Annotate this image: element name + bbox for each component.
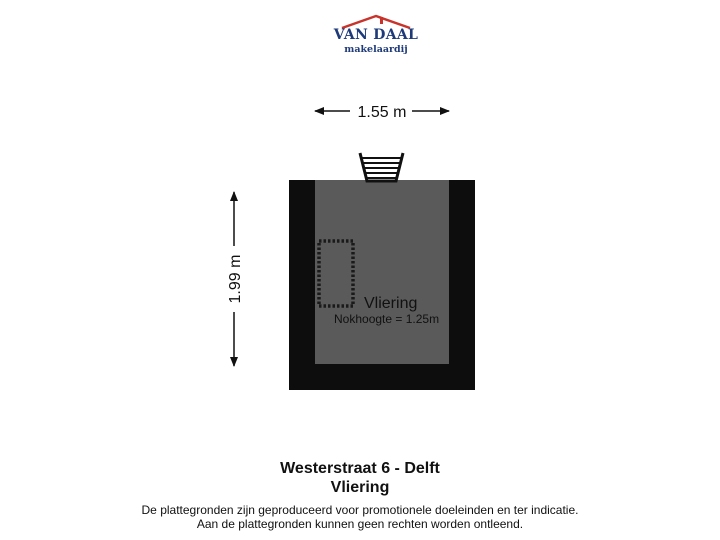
company-logo: VAN DAAL makelaardij — [330, 14, 422, 58]
roof-icon — [341, 14, 411, 30]
caption: Westerstraat 6 - Delft Vliering De platt… — [0, 459, 720, 531]
ridge-height: Nokhoogte = 1.25m — [334, 312, 439, 326]
room-floor — [315, 180, 449, 364]
logo-subtitle: makelaardij — [344, 44, 408, 55]
width-dimension: 1.55 m — [314, 104, 450, 121]
floor-title: Vliering — [330, 479, 390, 496]
height-label: 1.99 m — [227, 255, 244, 304]
disclaimer-line-1: De plattegronden zijn geproduceerd voor … — [141, 503, 579, 517]
ladder-icon — [358, 152, 405, 183]
logo-name: VAN DAAL — [333, 27, 419, 43]
room-name: Vliering — [364, 295, 417, 312]
width-label: 1.55 m — [358, 104, 407, 121]
address-title: Westerstraat 6 - Delft — [280, 460, 440, 477]
disclaimer-line-2: Aan de plattegronden kunnen geen rechten… — [196, 517, 524, 531]
height-dimension: 1.99 m — [227, 191, 244, 367]
disclaimer: De plattegronden zijn geproduceerd voor … — [0, 503, 720, 531]
